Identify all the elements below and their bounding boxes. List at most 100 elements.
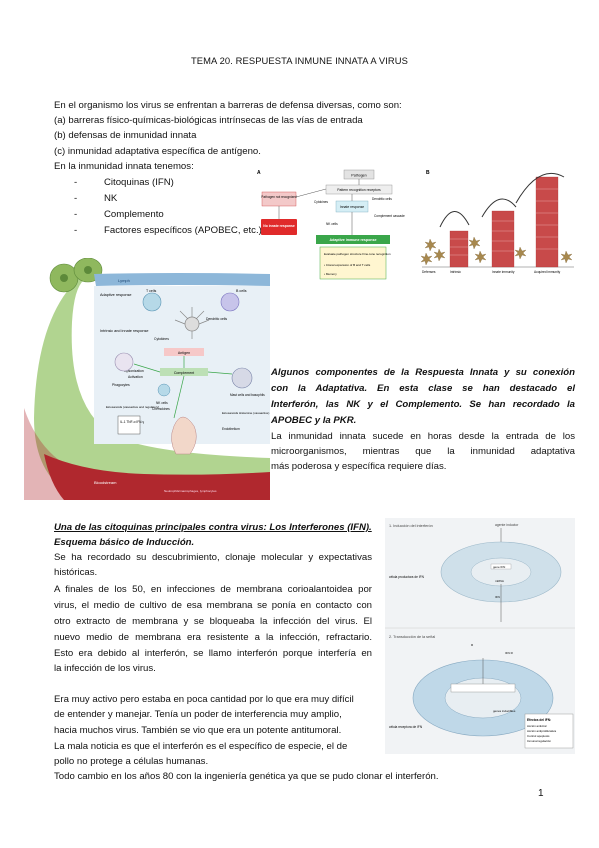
phagocyte-icon	[114, 352, 134, 372]
body-line: Esto era debido al interferón, se llamo …	[54, 648, 372, 659]
body-line: Todo cambio en los años 80 con la ingeni…	[54, 771, 439, 782]
b-cell-icon	[220, 292, 240, 312]
section-heading: Una de las citoquinas principales contra…	[54, 522, 372, 533]
section-subheading: Esquema básico de Inducción.	[54, 537, 195, 548]
dendritic-cell-icon	[174, 307, 210, 339]
effect-item: Control apoptosis	[527, 734, 550, 738]
inducer-label: agente inductor	[495, 523, 519, 527]
effect-item: Acción antiviral	[527, 724, 547, 728]
prr-label: Pattern recognition receptors	[337, 188, 381, 192]
chemokines-label: Chemokines	[152, 407, 170, 411]
virus-icon	[420, 236, 573, 266]
page-title: TEMA 20. RESPUESTA INMUNE INNATA A VIRUS	[190, 55, 409, 66]
activation-label: Activation	[128, 375, 143, 379]
endothelium-label: Endothelium	[222, 427, 240, 431]
antigen-label: Antigen	[178, 351, 190, 355]
receptor-label: R	[471, 643, 474, 647]
body-line: Era muy activo pero estaba en poca canti…	[54, 694, 354, 705]
list-item: -NK	[74, 193, 118, 204]
mrna-label: mRNA	[495, 579, 504, 583]
no-innate-label: No innate response	[263, 224, 295, 228]
innate-lead: En la inmunidad innata tenemos:	[54, 161, 194, 172]
pathogen-label: Pathogen	[351, 174, 366, 178]
b-label: Innate immunity	[492, 270, 515, 274]
intro-item: (b) defensas de inmunidad innata	[54, 130, 197, 141]
neutrophils-label: Neutrophils/macrophages, lymphocytes	[164, 489, 217, 493]
body-line: Se ha recordado su descubrimiento, clona…	[54, 552, 372, 563]
caption-line: La inmunidad innata sucede en horas desd…	[271, 431, 575, 442]
t-cells-label: T cells	[146, 289, 157, 293]
bar-intrinsic	[449, 230, 469, 268]
t-cell-icon	[142, 292, 162, 312]
opsonization-label: Opsonization	[124, 369, 144, 373]
body-line: La mala noticia es que el interferón es …	[54, 741, 348, 752]
page-number: 1	[538, 788, 544, 799]
intrinsic-innate-label: Intrinsic and innate response	[100, 329, 149, 333]
immune-components-figure: Lymph Adaptive response Intrinsic and in…	[24, 258, 270, 500]
body-line: virus, el medio de cultivo de esa membra…	[54, 600, 372, 611]
nk-label: NK cells	[156, 401, 168, 405]
bloodstream-label: Bloodstream	[94, 480, 117, 485]
cytokines-label: Cytokines	[314, 200, 328, 204]
intro-item: (a) barreras físico-químicas-biológicas …	[54, 115, 363, 126]
target-label: célula receptora de IFN	[389, 725, 423, 729]
ifn-r-label: IFN R	[505, 651, 514, 655]
lymph-label: Lymph	[118, 278, 130, 283]
body-line: de entender y manejar. Tenía un poder de…	[54, 709, 342, 720]
producer-label: célula productora de IFN	[389, 575, 425, 579]
panel-b-label: B	[426, 170, 430, 176]
lymph-node-icon	[49, 258, 103, 293]
memory-label: • Memory	[324, 272, 337, 276]
clonal-label: • Clonal expansion of B and T cells	[324, 263, 371, 267]
complement-label: Complement	[174, 371, 194, 375]
gene-ifn-label: gene IFN	[493, 565, 505, 569]
body-line: la infección de los virus.	[54, 663, 156, 674]
dendritic-label: Dendritic cells	[206, 317, 227, 321]
b-label: Defenses	[422, 270, 436, 274]
intro-lead: En el organismo los virus se enfrentan a…	[54, 100, 402, 111]
effect-item: Inmunorregulación	[527, 739, 551, 743]
evaluate-label: Evaluate pathogen structure Fine-tune re…	[324, 252, 391, 256]
adaptive-label: Adaptive immune response	[330, 238, 377, 242]
il1-label: IL-1 TNF-α IFN-γ	[120, 420, 145, 424]
phagocytes-label: Phagocytes	[112, 383, 130, 387]
panel-a-label: A	[257, 170, 261, 176]
eicosanoids-right: Eicosanoids Histamine (vasoactive)	[222, 411, 269, 415]
bar-acquired	[535, 176, 559, 268]
body-line: pollo no protege a células humanas.	[54, 756, 209, 767]
ifn-label: IFN	[495, 595, 500, 599]
not-recognized-label: Pathogen not recognized	[261, 195, 297, 199]
list-item: -Complemento	[74, 209, 164, 220]
caption-line: Interferón, las NK y el Complemento. Se …	[271, 399, 575, 410]
body-line: nuevo medio de membrana era resistente a…	[54, 632, 372, 643]
ifn-section2: 2. Transducción de la señal	[389, 635, 435, 639]
b-label: Acquired immunity	[534, 270, 561, 274]
complement-cascade-label: Complement cascade	[374, 214, 405, 218]
eicosanoids-left: Eicosanoids (vasoactive and regulatory)	[106, 405, 159, 409]
mast-label: Mast cells and basophils	[230, 393, 265, 397]
body-line: A finales de los 50, en infecciones de m…	[54, 584, 372, 595]
effects-title: Efectos del IFN:	[527, 718, 551, 722]
endothelium-icon	[171, 416, 197, 455]
body-line: otro extracto de membrana y se bloqueaba…	[54, 616, 372, 627]
caption-line: con la Adaptativa. En esta clase se han …	[271, 383, 575, 394]
list-item: -Factores específicos (APOBEC, etc.)	[74, 225, 262, 236]
b-label: Intrinsic	[450, 270, 461, 274]
ifn-induction-figure: 1. Inducción del interferón agente induc…	[385, 518, 575, 754]
b-cells-label: B cells	[236, 289, 247, 293]
innate-adaptive-figure: A Pathogen Pattern recognition receptors…	[257, 169, 574, 280]
cytokines-label: Cytokines	[154, 337, 169, 341]
ifn-section1: 1. Inducción del interferón	[389, 524, 433, 528]
nk-label: NK cells	[326, 222, 338, 226]
list-item: -Citoquinas (IFN)	[74, 177, 174, 188]
caption-line: microorganismos, mientras que la inmunid…	[271, 446, 575, 457]
nk-cell-icon	[157, 383, 171, 397]
dendritic-label: Dendritic cells	[372, 197, 392, 201]
intro-item: (c) inmunidad adaptativa específica de a…	[54, 146, 261, 157]
mast-cell-icon	[231, 367, 253, 389]
innate-response-label: Innate response	[340, 205, 364, 209]
effect-item: Acción antiproliferativa	[527, 729, 556, 733]
genes-label: genes inducibles	[493, 709, 516, 713]
caption-line: más poderosa y específica requiere días.	[271, 461, 447, 472]
adaptive-response-label: Adaptive response	[100, 293, 131, 297]
